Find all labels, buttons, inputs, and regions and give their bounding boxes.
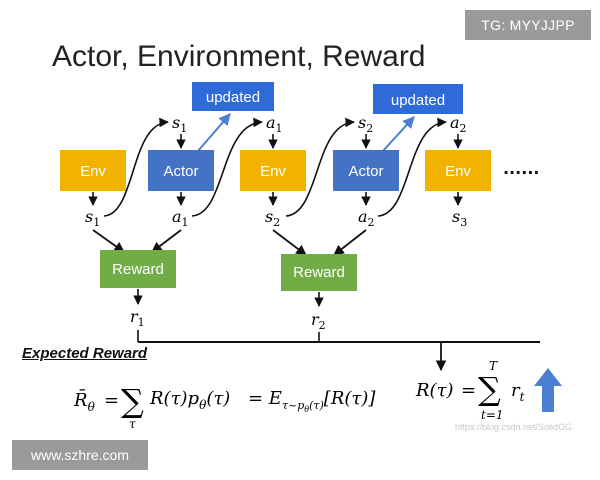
- s3-bottom-label: s3: [452, 207, 467, 229]
- env-label-3: Env: [445, 163, 471, 180]
- s1-top-label: s1: [172, 113, 187, 135]
- a2-bottom-label: a2: [358, 207, 375, 229]
- reward-label-2: Reward: [293, 264, 345, 281]
- env-box-2: Env: [240, 150, 306, 191]
- reward-box-1-rect: [100, 250, 176, 288]
- env-label-2: Env: [260, 163, 286, 180]
- s2-to-reward2-arrow: [272, 229, 307, 256]
- actor-box-2: Actor: [333, 150, 399, 191]
- env-box-2-rect: [240, 150, 306, 191]
- s1-to-reward1-arrow: [92, 229, 125, 253]
- maximize-up-arrow-icon: [534, 368, 562, 412]
- sum-under-right: t=1: [481, 408, 504, 422]
- env-box-1: Env: [60, 150, 126, 191]
- r1-label: r1: [130, 307, 145, 329]
- rbar-symbol: R̄θ: [73, 388, 96, 414]
- updated-label-1: updated: [206, 89, 260, 106]
- updated-box-2-rect: [373, 84, 463, 114]
- actor1-to-updated-arrow: [197, 113, 231, 152]
- reward-box-2-rect: [281, 254, 357, 291]
- actor-box-2-rect: [333, 150, 399, 191]
- env-box-3: Env: [425, 150, 491, 191]
- a2-to-reward2-arrow: [333, 229, 367, 256]
- expected-reward-formula: R̄θ = ∑ τ R(τ)pθ(τ) = Eτ~pθ(τ)[R(τ)]: [73, 382, 376, 431]
- reward-box-1: Reward: [100, 250, 176, 288]
- actor-label-2: Actor: [348, 163, 383, 180]
- total-reward-eq: =: [461, 380, 476, 401]
- updated-box-2: updated: [373, 84, 463, 114]
- s1-to-actor-curve: [103, 117, 169, 217]
- actor-label-1: Actor: [163, 163, 198, 180]
- s2-bottom-label: s2: [265, 207, 280, 229]
- sum-under-left: τ: [129, 417, 136, 431]
- updated-box-1: updated: [192, 82, 274, 111]
- formula-expectation: = Eτ~pθ(τ)[R(τ)]: [248, 388, 376, 414]
- updated-label-2: updated: [391, 92, 445, 109]
- a1-to-reward1-arrow: [151, 229, 182, 253]
- a1-to-env-curve: [191, 117, 263, 217]
- rt-term: rt: [511, 380, 525, 404]
- total-reward-formula: R(τ) = ∑ T t=1 rt: [415, 359, 525, 422]
- total-reward-lhs: R(τ): [415, 380, 454, 401]
- actor-box-1-rect: [148, 150, 214, 191]
- sum-over-right: T: [489, 359, 498, 373]
- a2-to-env-curve: [377, 117, 447, 217]
- s2-to-actor-curve: [285, 117, 355, 217]
- a1-bottom-label: a1: [172, 207, 189, 229]
- a2-top-label: a2: [450, 113, 467, 135]
- env-label-1: Env: [80, 163, 106, 180]
- page-title: Actor, Environment, Reward: [52, 40, 426, 73]
- actor-box-1: Actor: [148, 150, 214, 191]
- watermark-text: https://blog.csdn.net/SolidOG: [455, 422, 573, 432]
- formula-eq: =: [104, 390, 119, 411]
- a1-top-label: a1: [266, 113, 283, 135]
- env-box-3-rect: [425, 150, 491, 191]
- formula-term: R(τ)pθ(τ): [149, 388, 230, 412]
- env-box-1-rect: [60, 150, 126, 191]
- sum-symbol-right: ∑: [478, 370, 501, 408]
- reward-box-2: Reward: [281, 254, 357, 291]
- site-badge[interactable]: www.szhre.com: [12, 440, 148, 470]
- tg-badge: TG: MYYJJPP: [465, 10, 591, 40]
- sum-symbol-left: ∑: [121, 382, 144, 420]
- r2-label: r2: [311, 310, 326, 332]
- ellipsis: ······: [503, 163, 539, 182]
- s1-bottom-label: s1: [85, 207, 100, 229]
- s2-top-label: s2: [358, 113, 373, 135]
- reward-label-1: Reward: [112, 261, 164, 278]
- actor2-to-updated-arrow: [381, 116, 415, 153]
- expected-reward-heading: Expected Reward: [22, 345, 148, 362]
- updated-box-1-rect: [192, 82, 274, 111]
